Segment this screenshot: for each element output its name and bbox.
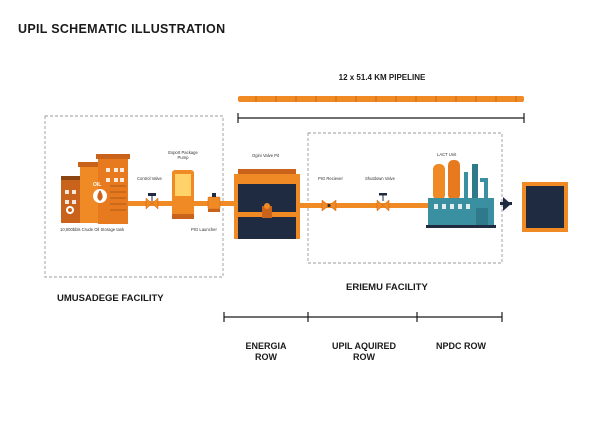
eriemu-facility-label: ERIEMU FACILITY bbox=[346, 282, 428, 293]
row-label-npdc-line1: NPDC ROW bbox=[436, 341, 486, 351]
row-label-npdc: NPDC ROW bbox=[420, 341, 502, 352]
destination-tank-icon bbox=[522, 182, 568, 232]
pipeline-bar bbox=[238, 96, 524, 102]
pipeline-label: 12 x 51.4 KM PIPELINE bbox=[338, 73, 426, 82]
lact-unit-icon bbox=[426, 160, 511, 228]
storage-tank-building bbox=[61, 154, 130, 224]
row-label-energia-line1: ENERGIA bbox=[245, 341, 287, 351]
export-pump-label-line2: Pump bbox=[177, 155, 189, 160]
shutdown-valve-label: Shutdown Valve bbox=[365, 176, 395, 181]
export-pump-icon bbox=[172, 170, 194, 219]
export-pump-label-line1: Export Package bbox=[168, 150, 198, 155]
export-pump-label: Export Package Pump bbox=[158, 150, 208, 160]
shutdown-valve-icon bbox=[376, 193, 390, 212]
tank-oil-text: OIL bbox=[93, 182, 101, 188]
pig-receiver-icon bbox=[321, 199, 337, 212]
ogini-valve-pit-label: Ogini Valve Pit bbox=[252, 153, 280, 158]
pig-launcher-icon bbox=[207, 193, 221, 212]
pig-launcher-label: PIG Launcher bbox=[191, 227, 217, 232]
row-label-upil-line1: UPIL AQUIRED bbox=[331, 341, 396, 351]
pig-receiver-label: PIG Reciever bbox=[318, 176, 343, 181]
control-valve-icon bbox=[145, 193, 159, 210]
row-divider bbox=[223, 312, 503, 322]
umusadege-facility-box bbox=[44, 115, 224, 278]
ogini-valve-pit-icon bbox=[234, 169, 300, 239]
storage-tank-label: 10,000bbls Crude Oil Storage tank bbox=[60, 227, 125, 232]
row-label-energia-line2: ROW bbox=[255, 352, 277, 362]
lact-unit-label: LACT Unit bbox=[437, 152, 457, 157]
page-title: UPIL SCHEMATIC ILLUSTRATION bbox=[18, 22, 226, 36]
row-label-upil-aquired: UPIL AQUIRED ROW bbox=[314, 341, 414, 363]
row-label-energia: ENERGIA ROW bbox=[226, 341, 306, 363]
eriemu-facility-box bbox=[307, 132, 503, 264]
control-valve-label: Control Valve bbox=[137, 176, 162, 181]
pipeline-length-indicator bbox=[237, 113, 525, 123]
umusadege-facility-label: UMUSADEGE FACILITY bbox=[57, 293, 164, 304]
row-label-upil-line2: ROW bbox=[353, 352, 375, 362]
